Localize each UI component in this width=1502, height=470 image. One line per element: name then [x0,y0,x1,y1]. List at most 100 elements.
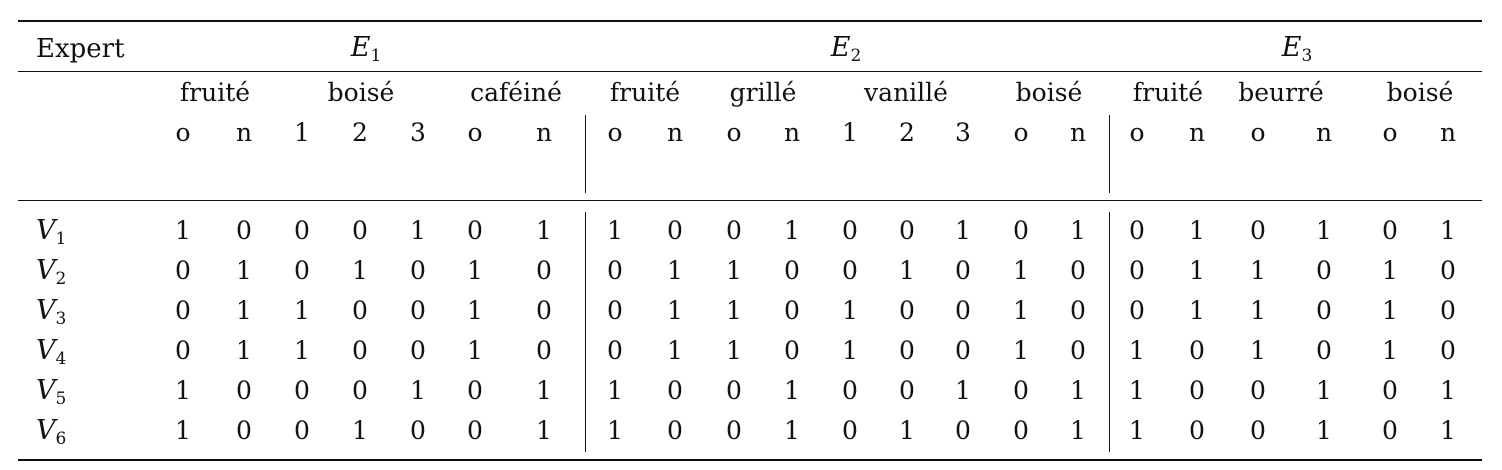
table-cell: 1 [726,296,742,325]
table-cell: 0 [1070,336,1086,365]
attribute-header: boisé [1386,78,1454,107]
table-cell: 0 [1382,376,1398,405]
level-header: o [175,118,191,147]
table-cell: 0 [607,296,623,325]
expert-header-letter: E [1281,32,1302,63]
top-rule [18,20,1482,22]
table-cell: 0 [1316,336,1332,365]
table-cell: 1 [294,296,310,325]
row-label-letter: V [36,255,56,286]
table-cell: 1 [667,336,683,365]
group-separator [1109,115,1110,193]
level-header: o [1382,118,1398,147]
table-cell: 0 [667,376,683,405]
table-cell: 1 [1129,416,1145,445]
table-cell: 0 [294,376,310,405]
table-cell: 0 [410,336,426,365]
table-cell: 0 [784,296,800,325]
table-cell: 1 [607,416,623,445]
table-cell: 0 [294,256,310,285]
table-cell: 0 [236,376,252,405]
expert-header-subscript: 2 [850,46,862,66]
table-cell: 1 [842,296,858,325]
table-cell: 0 [536,336,552,365]
table-cell: 0 [1129,296,1145,325]
expert-header: E2 [831,33,862,66]
table-cell: 1 [784,376,800,405]
row-label-letter: V [36,335,56,366]
expert-header: E3 [1281,32,1313,66]
table-cell: 0 [410,296,426,325]
row-label-letter: V [36,215,56,246]
level-header: o [1250,118,1266,147]
level-header: n [666,118,684,147]
row-label-letter: V [36,375,56,406]
table-cell: 1 [1250,256,1266,285]
table-cell: 0 [1316,296,1332,325]
expert-header-subscript: 1 [370,46,382,66]
table-cell: 1 [1189,256,1205,285]
bottom-rule [18,459,1482,461]
expert-column-header: Expert [36,34,125,64]
attribute-header: caféiné [470,78,562,107]
table-cell: 0 [352,216,368,245]
attribute-header: grillé [729,78,797,107]
table-cell: 0 [175,296,191,325]
table-cell: 1 [607,376,623,405]
level-header: 2 [899,118,915,147]
group-separator [585,212,586,452]
table-cell: 1 [1316,416,1332,445]
level-header: 1 [294,118,310,147]
attribute-header: beurré [1238,78,1324,107]
table-cell: 0 [842,216,858,245]
table-cell: 1 [1070,416,1086,445]
level-header: 2 [352,118,368,147]
table-cell: 1 [352,256,368,285]
table-cell: 0 [899,376,915,405]
table-cell: 0 [955,336,971,365]
table-cell: 1 [1382,336,1398,365]
table-cell: 1 [410,216,426,245]
table-cell: 1 [955,376,971,405]
attribute-header: fruité [609,78,681,107]
table-cell: 0 [1316,256,1332,285]
row-label: V2 [36,255,66,288]
table-cell: 0 [294,416,310,445]
expert-header-letter: E [350,32,371,63]
table-cell: 1 [467,336,483,365]
expert-header-subscript: 3 [1301,46,1313,66]
level-header: o [1013,118,1029,147]
level-header: 3 [955,118,971,147]
table-cell: 0 [467,376,483,405]
row-label-subscript: 6 [55,429,67,449]
table-cell: 0 [236,416,252,445]
table-cell: 1 [1129,376,1145,405]
table-cell: 1 [1013,336,1029,365]
table-cell: 0 [667,216,683,245]
table-cell: 0 [352,296,368,325]
table-cell: 0 [1013,416,1029,445]
table-cell: 1 [1440,216,1456,245]
row-label: V3 [36,296,67,329]
table-cell: 1 [726,256,742,285]
table-cell: 0 [1382,416,1398,445]
table-cell: 1 [955,216,971,245]
table-cell: 0 [726,216,742,245]
group-separator [585,115,586,193]
table-cell: 1 [1382,256,1398,285]
table-cell: 1 [175,216,191,245]
table-cell: 1 [236,296,252,325]
table-cell: 0 [294,216,310,245]
table-cell: 1 [536,216,552,245]
header-bottom-rule [18,200,1482,201]
table-cell: 0 [842,376,858,405]
table-cell: 1 [784,216,800,245]
table-cell: 1 [899,416,915,445]
table-cell: 1 [294,336,310,365]
attribute-header: boisé [1015,78,1083,107]
table-cell: 0 [1382,216,1398,245]
level-header: n [235,118,253,147]
table-cell: 1 [842,336,858,365]
row-label-subscript: 5 [55,389,67,409]
row-label-subscript: 3 [55,309,67,329]
